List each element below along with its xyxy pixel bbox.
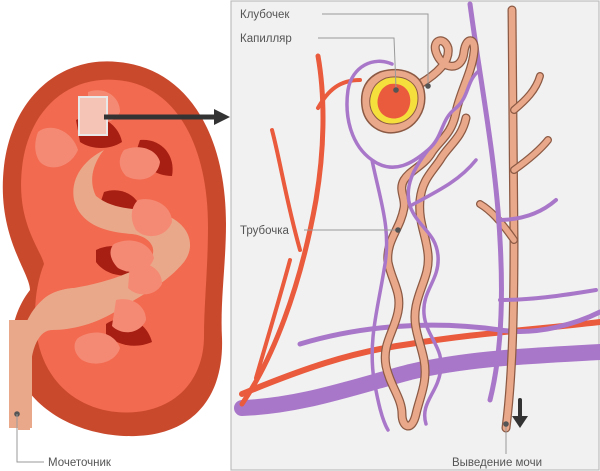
marker-glomerulus — [425, 83, 431, 89]
label-ureter: Мочеточник — [48, 457, 112, 469]
marker-outflow — [503, 421, 509, 427]
kidney — [2, 61, 230, 437]
marker-capillary — [393, 87, 399, 93]
lobe-8 — [112, 299, 146, 333]
marker-tubule — [395, 227, 401, 233]
lobe-1 — [35, 127, 78, 168]
label-urine-outflow: Выведение мочи — [452, 457, 542, 469]
lobe-4 — [131, 199, 172, 237]
leader-glomerulus — [322, 13, 429, 84]
artery-left — [239, 53, 326, 407]
lobe-3 — [119, 147, 160, 180]
glomerulus — [360, 69, 426, 134]
ureter — [9, 320, 32, 428]
leader-capillary — [318, 37, 397, 89]
leader-ureter — [16, 414, 44, 463]
label-tubule: Трубочка — [240, 225, 290, 237]
label-capillary: Капилляр — [240, 33, 292, 45]
lobe-6 — [128, 262, 162, 295]
tubule — [380, 36, 479, 431]
nephron — [234, 1, 600, 433]
label-glomerulus: Клубочек — [240, 9, 290, 21]
leaders — [16, 13, 507, 463]
vein-thin — [297, 309, 600, 347]
lobe-7 — [74, 332, 120, 364]
capillary-network — [345, 59, 482, 432]
zoom-square — [78, 96, 108, 136]
vein-large — [234, 344, 600, 416]
arrow-down-icon — [512, 398, 528, 428]
